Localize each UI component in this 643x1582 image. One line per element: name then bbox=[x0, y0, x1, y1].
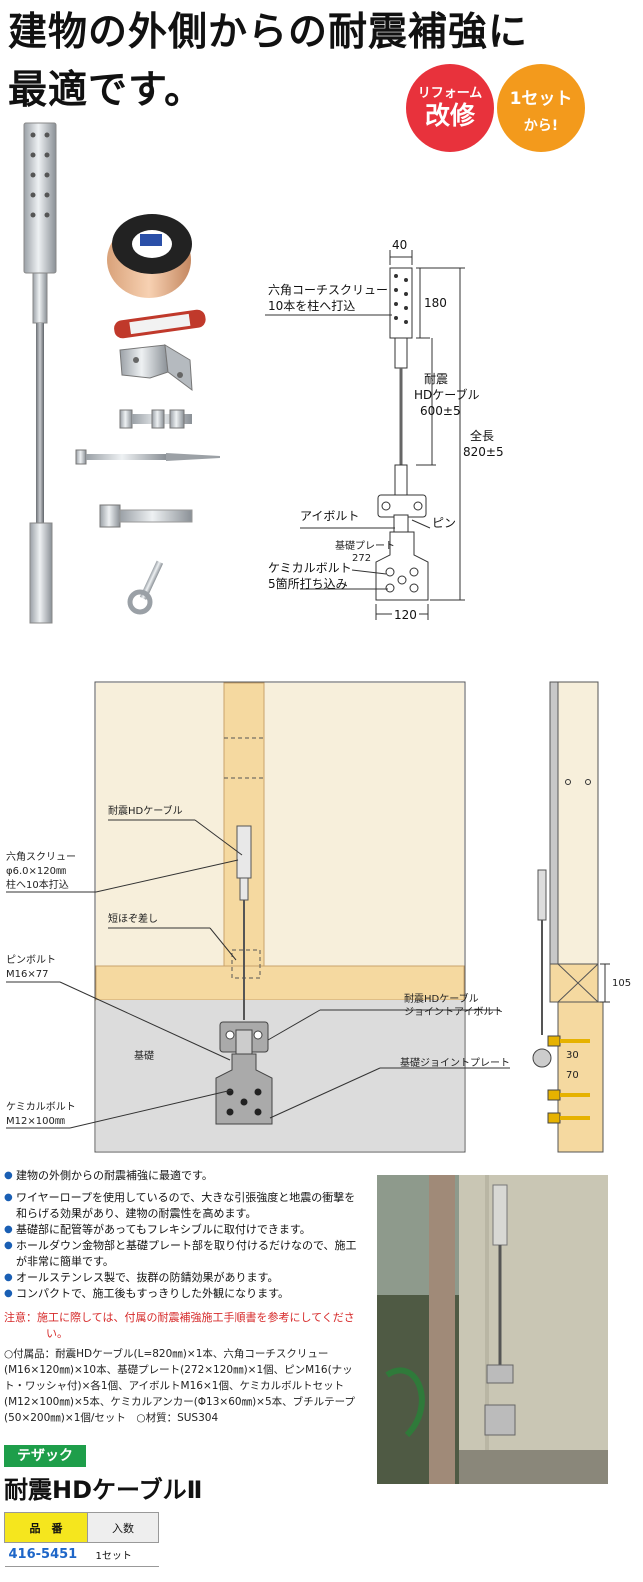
chem-label-1: ケミカルボルト bbox=[268, 561, 352, 575]
product-code: 416-5451 bbox=[4, 1542, 88, 1567]
label-chem-bolt-1: ケミカルボルト bbox=[6, 1102, 76, 1113]
cable-label-1: 耐震 bbox=[424, 372, 449, 386]
cable-length: 600±5 bbox=[420, 404, 461, 418]
table-row: 416-5451 1セット bbox=[4, 1542, 159, 1567]
product-name: 耐震HDケーブルⅡ bbox=[4, 1476, 203, 1504]
pin-bolt-photo bbox=[119, 409, 192, 429]
label-hex-screw-2: φ6.0×120㎜ bbox=[6, 866, 66, 877]
label-joint-plate: 基礎ジョイントプレート bbox=[400, 1058, 510, 1069]
total-label: 全長 bbox=[470, 429, 495, 443]
butyl-tape-photo bbox=[107, 214, 192, 298]
chemical-anchor-photo bbox=[114, 309, 206, 339]
feature-item: 建物の外側からの耐震補強に最適です。 bbox=[4, 1168, 364, 1184]
set-badge-bottom: から! bbox=[523, 118, 559, 134]
dim-plate-height: 180 bbox=[424, 296, 447, 310]
feature-item: オールステンレス製で、抜群の防錆効果があります。 bbox=[4, 1270, 364, 1286]
feature-item: ホールダウン金物部と基礎プレート部を取り付けるだけなので、施工が非常に簡単です。 bbox=[4, 1238, 364, 1270]
header-qty: 入数 bbox=[87, 1512, 159, 1543]
product-table: 品 番 入数 416-5451 1セット bbox=[4, 1512, 159, 1567]
screw-label-2: 10本を柱へ打込 bbox=[268, 299, 356, 313]
coach-screw-photo bbox=[75, 449, 220, 465]
installed-photo-art bbox=[377, 1175, 608, 1484]
header-code: 品 番 bbox=[4, 1512, 88, 1543]
install-side-view bbox=[532, 681, 610, 1153]
label-pin-bolt-2: M16×77 bbox=[6, 969, 49, 980]
label-hex-screw-1: 六角スクリュー bbox=[6, 852, 76, 863]
product-qty: 1セット bbox=[87, 1542, 159, 1567]
dim-30: 30 bbox=[566, 1050, 579, 1061]
total-length: 820±5 bbox=[463, 445, 504, 459]
headline-line1: 建物の外側からの耐震補強に bbox=[8, 10, 529, 55]
cable-product-photo bbox=[23, 122, 57, 624]
feature-item: 基礎部に配管等があってもフレキシブルに取付けできます。 bbox=[4, 1222, 364, 1238]
label-tenon: 短ほぞ差し bbox=[108, 914, 158, 925]
label-hex-screw-3: 柱へ10本打込 bbox=[6, 880, 69, 891]
installed-photo bbox=[377, 1175, 608, 1484]
cable-label-2: HDケーブル bbox=[414, 388, 480, 402]
label-foundation: 基礎 bbox=[134, 1051, 154, 1062]
feature-item: ワイヤーロープを使用しているので、大きな引張強度と地震の衝撃を和らげる効果があり… bbox=[4, 1190, 364, 1222]
headline: 建物の外側からの耐震補強に 最適です。 bbox=[8, 4, 608, 120]
install-front-view bbox=[6, 681, 510, 1153]
reform-badge: リフォーム 改修 bbox=[406, 64, 494, 152]
caution-note: 注意：施工に際しては、付属の耐震補強施工手順書を参考にしてください。 bbox=[4, 1311, 355, 1340]
pin-label: ピン bbox=[432, 516, 457, 530]
label-pin-bolt-1: ピンボルト bbox=[6, 955, 56, 966]
base-plate-label: 基礎プレート bbox=[335, 541, 395, 552]
table-header-row: 品 番 入数 bbox=[4, 1512, 159, 1543]
chem-label-2: 5箇所打ち込み bbox=[268, 577, 348, 591]
base-plate-dim: 272 bbox=[352, 553, 372, 564]
reform-badge-bottom: 改修 bbox=[424, 101, 475, 130]
feature-item: コンパクトで、施工後もすっきりした外観になります。 bbox=[4, 1286, 364, 1302]
label-chem-bolt-2: M12×100㎜ bbox=[6, 1116, 65, 1127]
reform-badge-top: リフォーム bbox=[417, 86, 483, 101]
screw-label-1: 六角コーチスクリュー bbox=[268, 283, 389, 297]
illustration-canvas bbox=[6, 122, 610, 1153]
headline-line2: 最適です。 bbox=[8, 68, 205, 113]
eyebolt-label: アイボルト bbox=[300, 509, 360, 523]
label-joint-eyebolt-1: 耐震HDケーブル bbox=[404, 994, 479, 1005]
label-hd-cable: 耐震HDケーブル bbox=[108, 806, 183, 817]
dim-70: 70 bbox=[566, 1070, 579, 1081]
label-joint-eyebolt-2: ジョイントアイボルト bbox=[404, 1007, 504, 1018]
spec-drawing bbox=[265, 250, 465, 620]
dim-base-width: 120 bbox=[392, 608, 419, 623]
chemical-bolt-photo bbox=[99, 504, 193, 528]
accessories-note: ○付属品：耐震HDケーブル(L=820㎜)×1本、六角コーチスクリュー(M16×… bbox=[4, 1348, 356, 1424]
brand-label: テザック bbox=[4, 1445, 86, 1467]
set-badge-top: 1セット bbox=[509, 89, 573, 109]
dim-width-top: 40 bbox=[392, 238, 408, 252]
eye-bolt-photo bbox=[127, 560, 164, 615]
dim-105: 105 bbox=[612, 978, 632, 989]
bracket-photo bbox=[119, 344, 193, 392]
feature-list: 建物の外側からの耐震補強に最適です。 ワイヤーロープを使用しているので、大きな引… bbox=[4, 1168, 364, 1302]
set-badge: 1セット から! bbox=[497, 64, 585, 152]
